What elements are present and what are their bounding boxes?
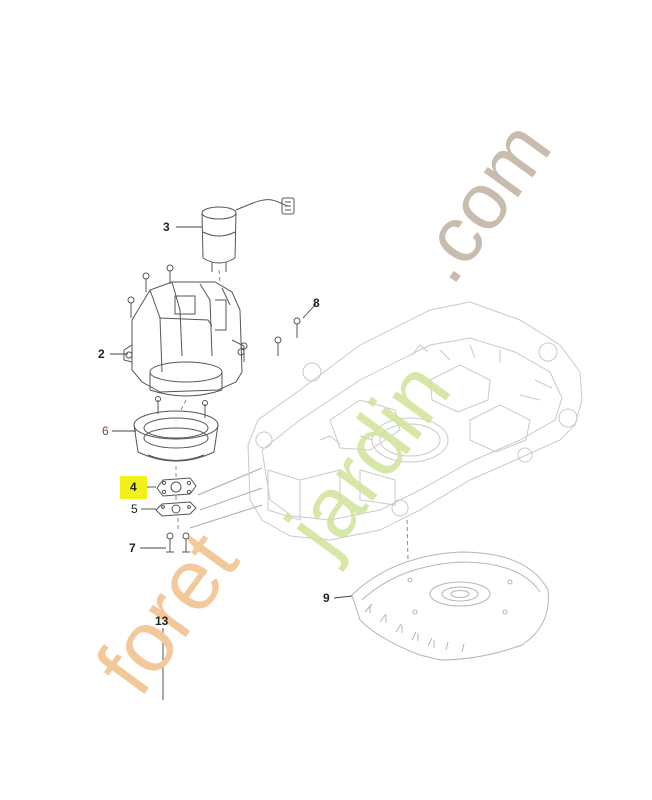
- callout-7[interactable]: 7: [129, 541, 136, 555]
- assembly-axis-lines: [175, 269, 409, 561]
- part-2-housing-drawing: [123, 281, 245, 397]
- watermark-text-green: jardin: [266, 345, 469, 574]
- chassis-drawing: [247, 301, 583, 541]
- guide-lines: [189, 467, 263, 529]
- part-7-screws-drawing: [166, 532, 190, 553]
- callout-6[interactable]: 6: [102, 424, 109, 438]
- leader-lines: [110, 226, 353, 700]
- watermark-text-grey: .com: [394, 105, 568, 298]
- screws-upper: [127, 264, 301, 362]
- callout-8[interactable]: 8: [313, 296, 320, 310]
- part-4-plate-drawing: [156, 477, 197, 497]
- callout-3[interactable]: 3: [163, 220, 170, 234]
- callout-9[interactable]: 9: [323, 591, 330, 605]
- callout-highlight: [120, 476, 147, 499]
- part-9-guard-drawing: [351, 551, 549, 661]
- callout-2[interactable]: 2: [98, 347, 105, 361]
- callout-13[interactable]: 13: [155, 614, 169, 628]
- callout-5[interactable]: 5: [131, 502, 138, 516]
- part-6-seal-drawing: [133, 396, 219, 462]
- part-5-plate-drawing: [155, 501, 197, 517]
- part-3-motor-drawing: [201, 197, 295, 272]
- callout-4[interactable]: 4: [130, 480, 137, 494]
